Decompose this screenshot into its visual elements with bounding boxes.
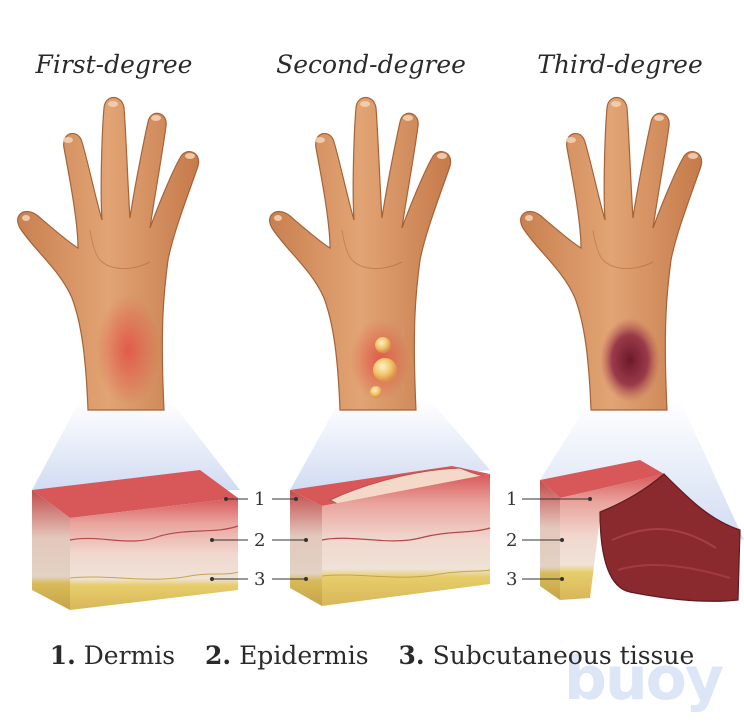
legend-label-epidermis: Epidermis xyxy=(239,641,369,670)
legend-num-2: 2. xyxy=(205,641,231,670)
layer-number-1: 1 xyxy=(254,489,265,510)
first-degree-panel xyxy=(18,98,240,611)
third-degree-panel xyxy=(521,98,744,602)
layer-number-2: 2 xyxy=(506,530,517,551)
legend-label-dermis: Dermis xyxy=(84,641,175,670)
layer-number-3: 3 xyxy=(506,569,517,590)
charred-area xyxy=(600,318,660,402)
legend-label-subcutaneous-tissue: Subcutaneous tissue xyxy=(433,641,695,670)
legend-num-1: 1. xyxy=(50,641,76,670)
redness-area xyxy=(96,295,160,405)
layer-number-3: 3 xyxy=(254,569,265,590)
second-degree-panel xyxy=(270,98,490,607)
blister xyxy=(375,337,391,353)
legend: 1. Dermis 2. Epidermis 3. Subcutaneous t… xyxy=(0,641,744,670)
layer-number-1: 1 xyxy=(506,489,517,510)
legend-num-3: 3. xyxy=(399,641,425,670)
blister xyxy=(373,358,397,382)
skin-cross-section-second xyxy=(290,466,490,606)
skin-cross-section-first xyxy=(32,470,238,610)
layer-number-2: 2 xyxy=(254,530,265,551)
blister xyxy=(370,386,382,398)
